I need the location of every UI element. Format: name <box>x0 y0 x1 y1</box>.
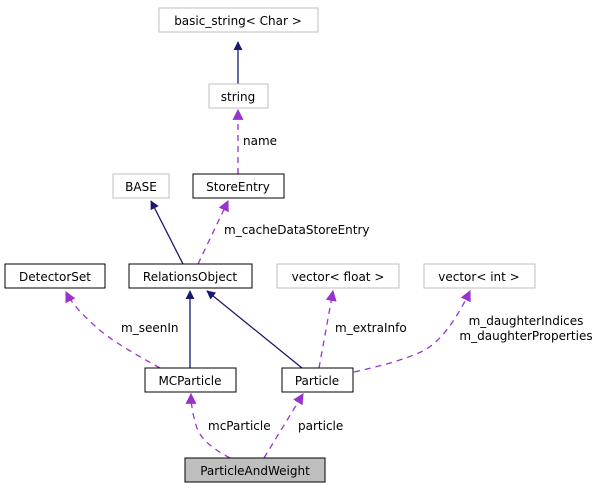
node-particleandweight: ParticleAndWeight <box>184 457 326 483</box>
node-base: BASE <box>112 173 170 199</box>
node-vector-float: vector< float > <box>276 263 400 289</box>
edge-particle-to-vector-int <box>353 290 471 373</box>
node-detectorset[interactable]: DetectorSet <box>4 263 106 289</box>
svg-text:RelationsObject: RelationsObject <box>143 270 237 284</box>
edge-label-m-daughterindices: m_daughterIndices <box>469 314 584 328</box>
svg-text:vector< float >: vector< float > <box>292 270 385 284</box>
svg-text:StoreEntry: StoreEntry <box>206 180 270 194</box>
node-vector-int: vector< int > <box>423 263 536 289</box>
svg-text:BASE: BASE <box>125 180 157 194</box>
edge-particle-to-vector-float <box>318 289 337 369</box>
edge-label-mcparticle: mcParticle <box>208 419 271 433</box>
node-storeentry[interactable]: StoreEntry <box>192 173 285 199</box>
node-particle[interactable]: Particle <box>281 367 354 393</box>
svg-text:MCParticle: MCParticle <box>158 374 221 388</box>
svg-text:vector< int >: vector< int > <box>438 270 519 284</box>
node-relationsobject[interactable]: RelationsObject <box>128 263 253 289</box>
svg-text:Particle: Particle <box>295 374 339 388</box>
svg-text:DetectorSet: DetectorSet <box>19 270 91 284</box>
edge-label-m-extrainfo: m_extraInfo <box>335 321 407 335</box>
edge-label-m-seenin: m_seenIn <box>121 321 178 335</box>
edge-relationsobject-to-storeentry <box>197 200 229 265</box>
edge-particleandweight-to-mcparticle <box>185 392 231 459</box>
edge-label-name: name <box>243 134 277 148</box>
edge-label-m-daughterproperties: m_daughterProperties <box>459 329 592 343</box>
edge-label-particle: particle <box>298 419 343 433</box>
edge-label-m-cachedatastoreentry: m_cacheDataStoreEntry <box>224 223 370 237</box>
node-basic-string: basic_string< Char > <box>158 7 319 33</box>
node-mcparticle[interactable]: MCParticle <box>144 367 237 393</box>
edge-particle-to-relationsobject <box>206 290 303 369</box>
svg-text:string: string <box>221 90 255 104</box>
edge-mcparticle-to-detectorset <box>65 291 161 369</box>
edge-relationsobject-to-base <box>150 200 184 265</box>
svg-text:ParticleAndWeight: ParticleAndWeight <box>200 464 310 478</box>
edge-particleandweight-to-particle <box>263 393 304 459</box>
svg-text:basic_string< Char >: basic_string< Char > <box>174 14 302 28</box>
node-string: string <box>208 83 269 109</box>
